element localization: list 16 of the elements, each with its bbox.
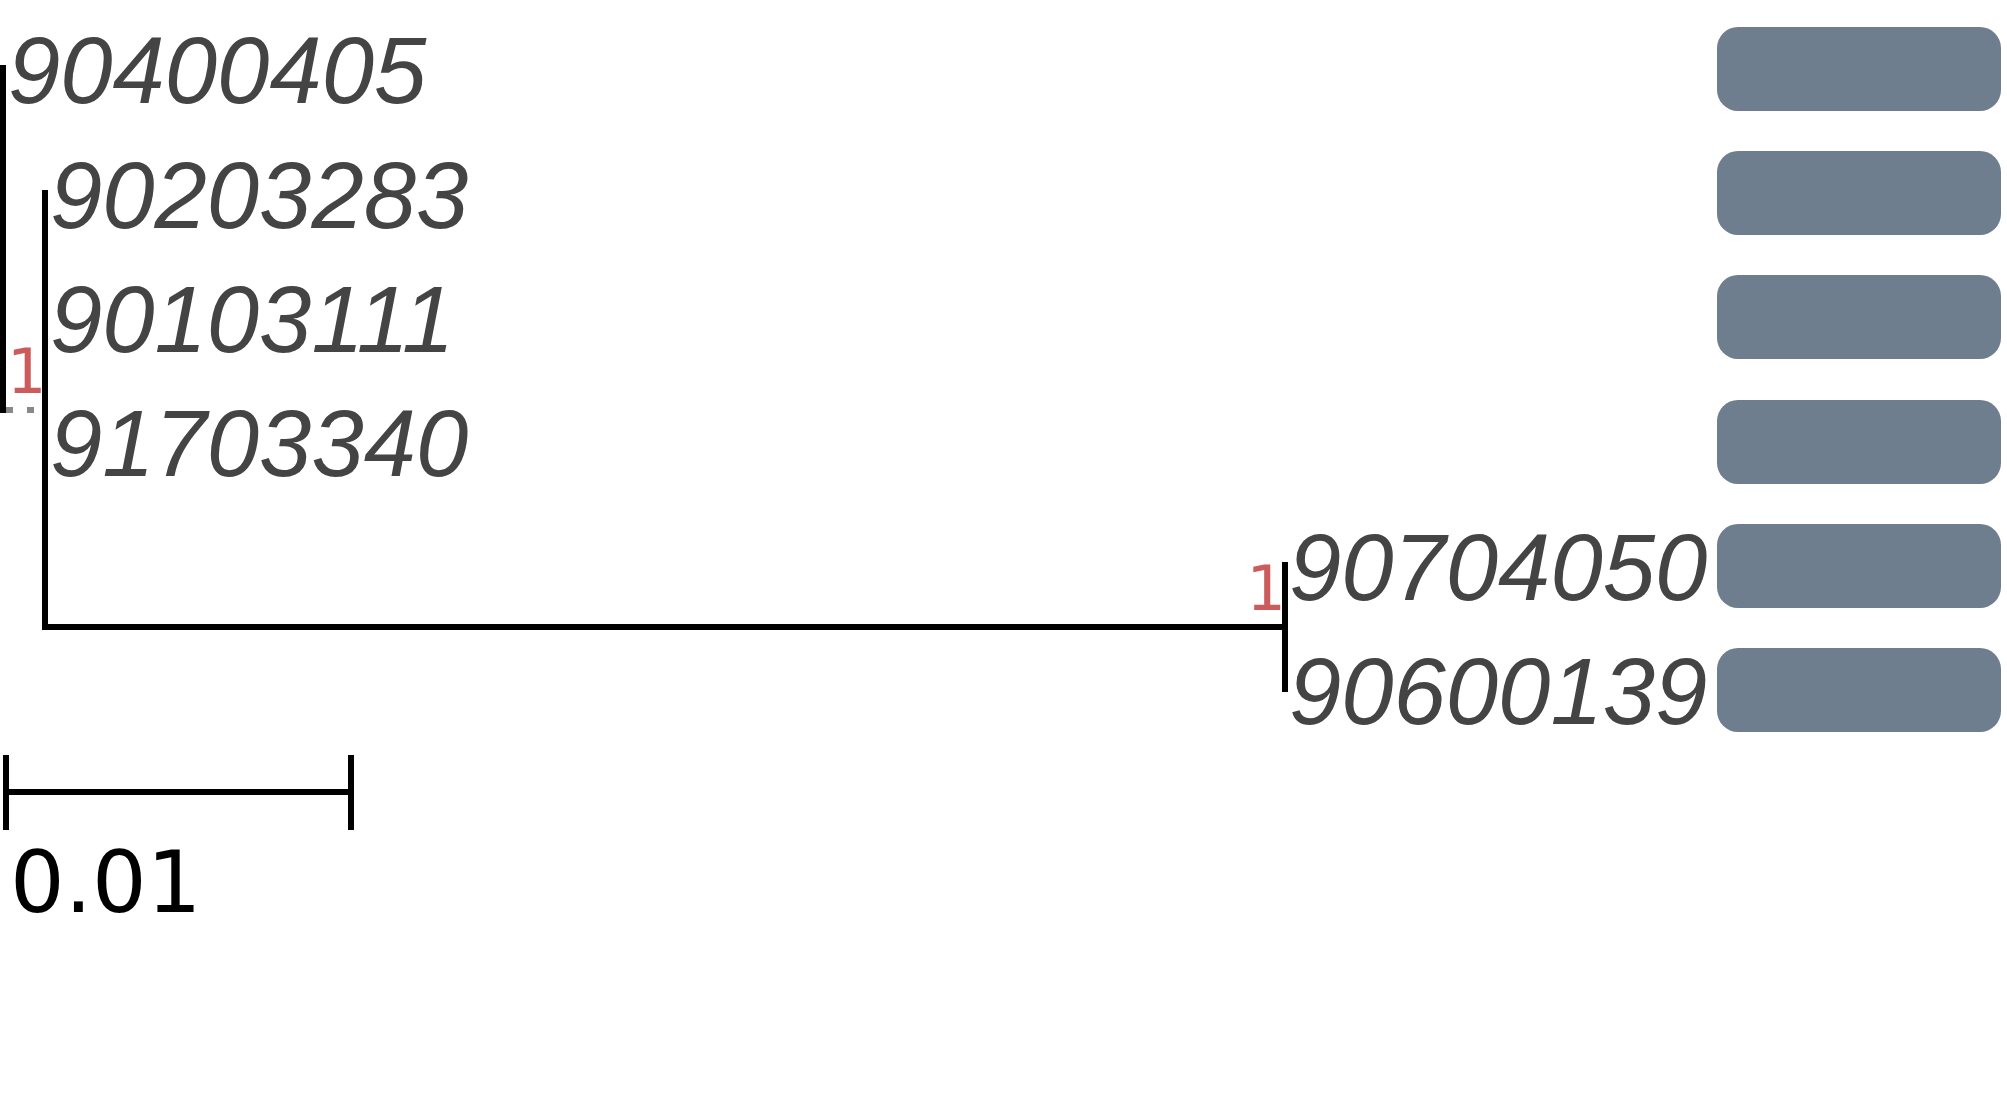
metadata-bar [1717,648,2001,732]
metadata-bar [1717,399,2001,484]
leaf-label: 90400405 [8,24,435,119]
metadata-bar [1717,151,2001,236]
leaf-label: 90103111 [50,272,463,367]
metadata-bar [1717,27,2001,111]
leaf-label: 91703340 [50,397,477,491]
branch-line [48,624,1282,630]
leaf-label: 90704050 [1289,521,1716,616]
metadata-bar [1717,275,2001,360]
bootstrap-value: 1 [7,340,43,403]
metadata-bar [1717,523,2001,608]
leaf-label: 90600139 [1289,645,1716,740]
leaf-label: 90203283 [50,148,477,243]
scale-label: 0.01 [10,839,202,925]
bootstrap-value: 1 [1246,557,1282,620]
